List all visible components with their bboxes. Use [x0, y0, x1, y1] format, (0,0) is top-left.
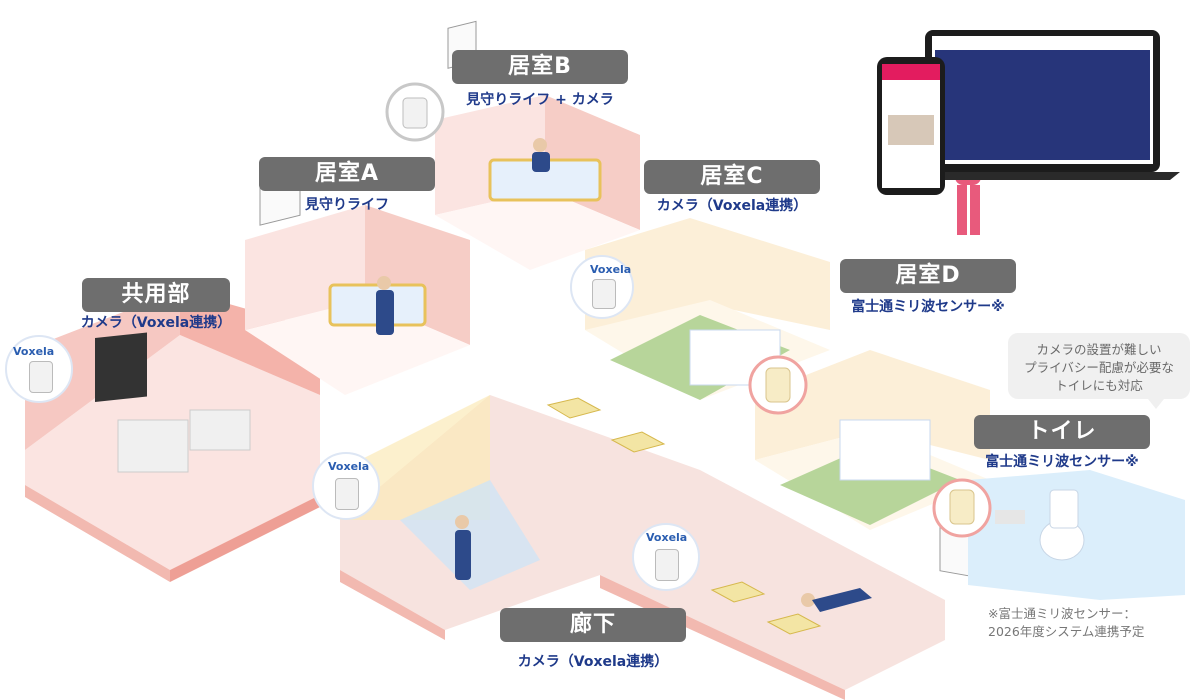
room-b-space	[435, 20, 640, 270]
voxela-brand-label: Voxela	[13, 345, 55, 358]
sensor-footnote: ※富士通ミリ波センサー： 2026年度システム連携予定	[988, 605, 1144, 641]
toilet-title: トイレ	[974, 415, 1150, 449]
bubble-line-3: トイレにも対応	[1055, 378, 1143, 393]
room-d-space	[755, 350, 990, 579]
common-area-subtitle: カメラ（Voxela連携）	[80, 315, 232, 331]
room-c-subtitle: カメラ（Voxela連携）	[656, 198, 808, 214]
room-d-subtitle: 富士通ミリ波センサー※	[851, 299, 1005, 315]
room-d-title: 居室D	[840, 259, 1016, 293]
footnote-line-1: ※富士通ミリ波センサー：	[988, 606, 1136, 621]
common-room	[25, 290, 320, 582]
corridor-benches	[546, 397, 822, 635]
room-a-subtitle: 見守りライフ	[305, 197, 389, 213]
voxela-brand-label: Voxela	[590, 263, 632, 276]
room-a-title: 居室A	[259, 157, 435, 191]
voxela-camera-common-icon: Voxela	[5, 335, 73, 403]
room-c-title: 居室C	[644, 160, 820, 194]
voxela-brand-label: Voxela	[328, 460, 370, 473]
resident-figures	[376, 138, 872, 612]
toilet-note-bubble: カメラの設置が難しい プライバシー配慮が必要な トイレにも対応	[1008, 333, 1190, 409]
room-b-subtitle: 見守りライフ + カメラ	[466, 92, 614, 108]
room-b-title: 居室B	[452, 50, 628, 84]
voxela-camera-corridor-right-icon: Voxela	[632, 523, 700, 591]
voxela-camera-corridor-left-icon: Voxela	[312, 452, 380, 520]
voxela-brand-label: Voxela	[646, 531, 688, 544]
toilet-subtitle: 富士通ミリ波センサー※	[985, 454, 1139, 470]
camera-body-icon	[335, 478, 359, 510]
camera-body-icon	[592, 279, 616, 309]
sensors	[385, 82, 992, 538]
monitoring-devices	[877, 30, 1180, 195]
voxela-camera-room-c-icon: Voxela	[570, 255, 634, 319]
toilet-space	[968, 470, 1185, 600]
footnote-line-2: 2026年度システム連携予定	[988, 624, 1145, 639]
bubble-line-2: プライバシー配慮が必要な	[1024, 360, 1174, 375]
corridor-title: 廊下	[500, 608, 686, 642]
camera-body-icon	[655, 549, 679, 581]
camera-body-icon	[29, 361, 53, 393]
common-area-title: 共用部	[82, 278, 230, 312]
corridor-subtitle: カメラ（Voxela連携）	[517, 654, 669, 670]
bubble-line-1: カメラの設置が難しい	[1036, 342, 1162, 357]
